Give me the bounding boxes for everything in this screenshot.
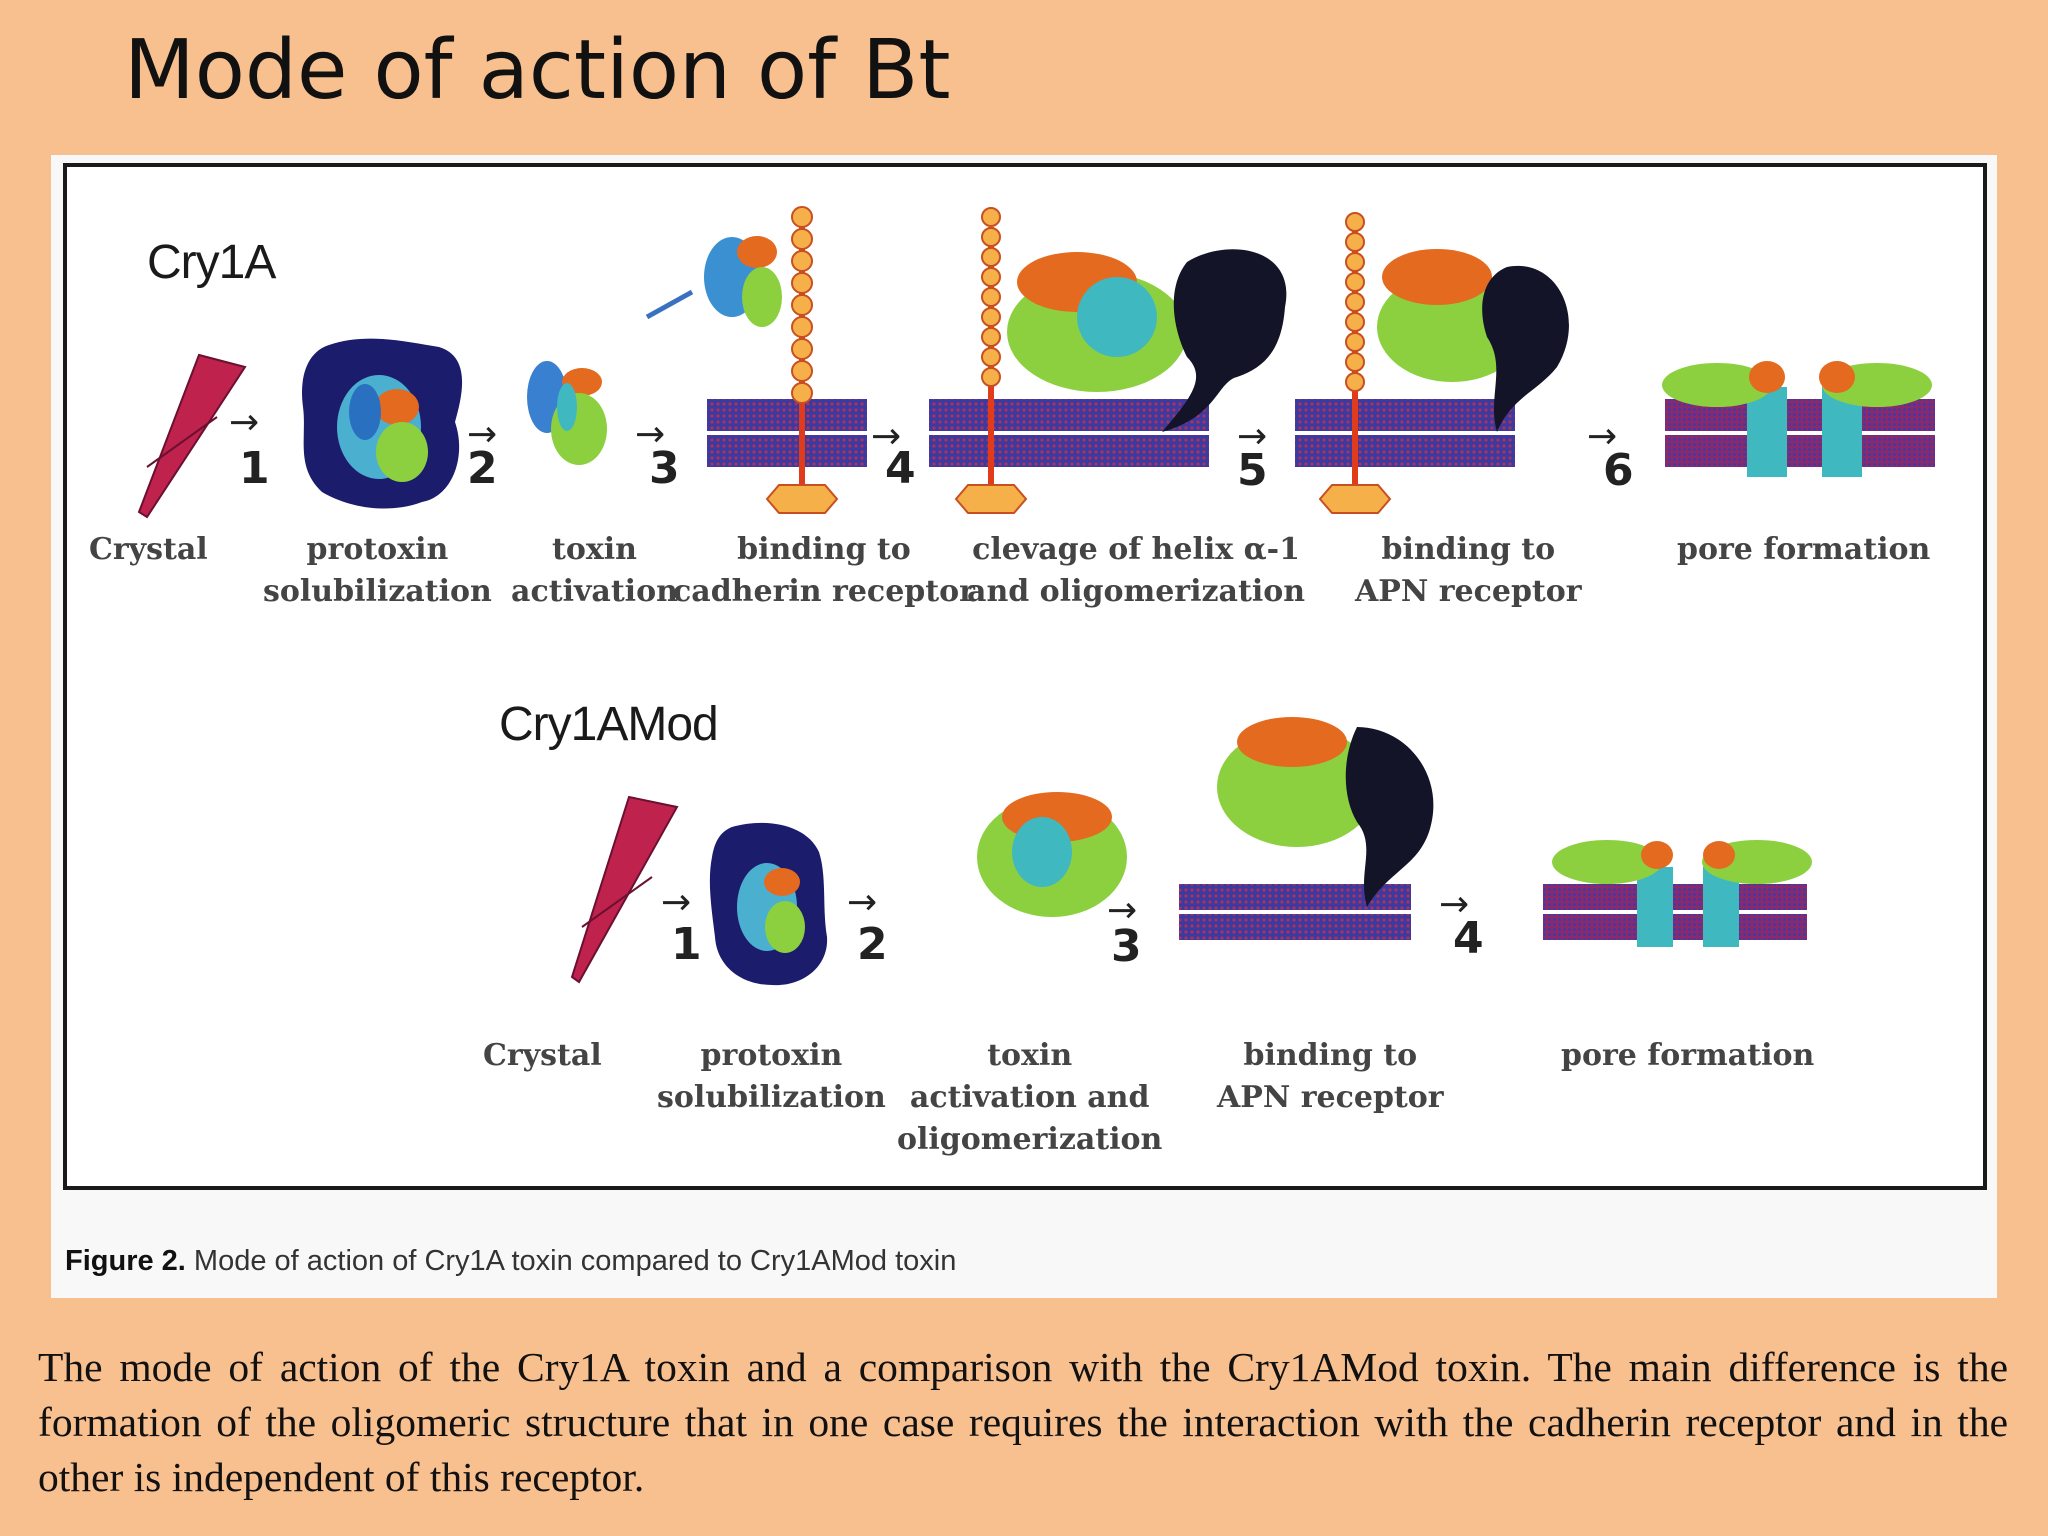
- slide-title: Mode of action of Bt: [124, 23, 951, 118]
- step-arrow: →: [847, 882, 878, 923]
- cry1amod-label: Cry1AMod: [499, 698, 719, 751]
- step-label: protoxin solubilization: [263, 532, 492, 609]
- step-label: toxin activation: [511, 532, 678, 609]
- activated-toxin-icon: [977, 792, 1127, 917]
- caption-text: Mode of action of Cry1A toxin compared t…: [193, 1245, 957, 1277]
- step-label: binding to APN receptor: [1217, 1038, 1444, 1115]
- step-number: 2: [857, 919, 888, 970]
- diagram-artwork: [137, 206, 1935, 986]
- step-label: Crystal: [89, 532, 208, 567]
- crystal-icon: [137, 353, 247, 519]
- step-arrow: →: [1587, 416, 1618, 457]
- step-arrow: →: [1237, 416, 1268, 457]
- apn-binding-icon: [1179, 717, 1434, 940]
- step-number: 5: [1237, 445, 1268, 496]
- step-number: 4: [1453, 913, 1484, 964]
- cadherin-binding-icon: [645, 206, 867, 514]
- figure-caption: Figure 2. Mode of action of Cry1A toxin …: [65, 1245, 956, 1278]
- step-label: clevage of helix α-1 and oligomerization: [967, 532, 1306, 609]
- step-label: pore formation: [1561, 1038, 1815, 1073]
- protoxin-icon: [709, 822, 828, 986]
- step-number: 1: [239, 443, 270, 494]
- step-label: toxin activation and oligomerization: [897, 1038, 1163, 1157]
- step-arrow: →: [661, 882, 692, 923]
- step-number: 2: [467, 443, 498, 494]
- step-arrow: →: [229, 402, 260, 443]
- step-arrow: →: [871, 416, 902, 457]
- step-number: 6: [1603, 445, 1634, 496]
- step-label: pore formation: [1677, 532, 1931, 567]
- activated-toxin-icon: [527, 361, 607, 465]
- apn-binding-icon: [1295, 212, 1569, 514]
- step-label: Crystal: [483, 1038, 602, 1073]
- protoxin-icon: [302, 338, 463, 509]
- step-number: 3: [649, 443, 680, 494]
- oligomerization-icon: [929, 207, 1287, 514]
- step-arrow: →: [1107, 890, 1138, 931]
- crystal-icon: [570, 795, 679, 984]
- step-label: binding to APN receptor: [1355, 532, 1582, 609]
- step-arrow: →: [1439, 884, 1470, 925]
- step-arrow: →: [467, 414, 498, 455]
- pore-formation-icon: [1543, 840, 1812, 947]
- caption-label: Figure 2.: [65, 1245, 186, 1277]
- cry1a-label: Cry1A: [147, 236, 276, 289]
- step-number: 4: [885, 443, 916, 494]
- step-arrow: →: [635, 414, 666, 455]
- step-number: 3: [1111, 921, 1142, 972]
- step-label: binding to cadherin receptor: [673, 532, 975, 609]
- description-paragraph: The mode of action of the Cry1A toxin an…: [38, 1344, 2008, 1500]
- pore-formation-icon: [1662, 361, 1935, 477]
- figure-panel: Cry1A: [51, 155, 1997, 1298]
- figure-diagram: Cry1A: [63, 163, 1987, 1190]
- step-label: protoxin solubilization: [657, 1038, 886, 1115]
- step-number: 1: [671, 919, 702, 970]
